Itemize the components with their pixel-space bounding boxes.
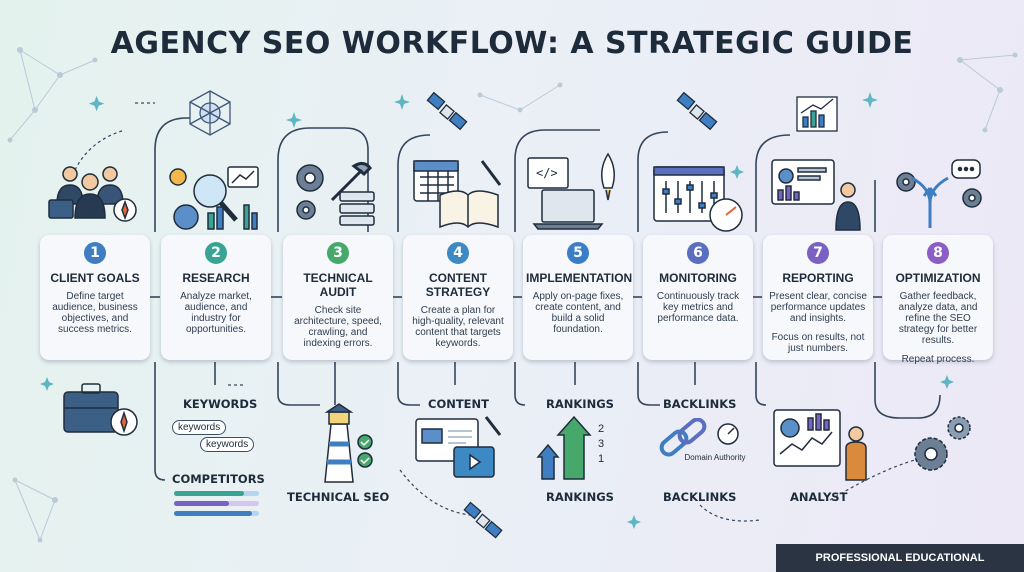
footer-banner: PROFESSIONAL EDUCATIONAL INFOGRAPHIC [776, 544, 1024, 572]
step-note: Focus on results, not just numbers. [771, 332, 865, 354]
domain-authority-label: Domain Authority [684, 453, 746, 462]
step-number-badge: 1 [84, 242, 106, 264]
lighthouse-icon [324, 403, 373, 483]
briefcase-compass-icon [63, 383, 138, 436]
rankings-label-bottom: RANKINGS [546, 490, 614, 504]
keywords-label: KEYWORDS [183, 397, 258, 411]
competitor-bar-fill [174, 501, 229, 506]
calendar-book-icon [413, 160, 502, 229]
step-title: MONITORING [659, 271, 737, 285]
keyword-chip: keywords [200, 437, 255, 452]
analyst-dashboard-icon [773, 409, 867, 481]
step-description: Apply on-page fixes, create content, and… [532, 291, 624, 335]
rankings-label-top: RANKINGS [546, 397, 614, 411]
technical-seo-label: TECHNICAL SEO [287, 490, 390, 504]
satellite-icon-3 [463, 501, 503, 539]
step-number-badge: 7 [807, 242, 829, 264]
growth-chart-icon [796, 96, 838, 132]
svg-text:</>: </> [536, 166, 558, 180]
step-description: Present clear, concise performance updat… [769, 291, 867, 354]
gears-icon [914, 416, 971, 471]
competitors-label: COMPETITORS [172, 472, 265, 486]
step-description: Define target audience, business objecti… [52, 291, 138, 335]
chain-link-icon [659, 418, 739, 457]
step-description: Gather feedback, analyze data, and refin… [898, 291, 978, 365]
magnifier-chart-icon [169, 166, 259, 230]
step-number-badge: 3 [327, 242, 349, 264]
step-description: Continuously track key metrics and perfo… [656, 291, 740, 324]
dashboard-gauge-icon [653, 166, 743, 232]
step-number-badge: 5 [567, 242, 589, 264]
gears-wrench-server-icon [296, 161, 375, 226]
step-title: CLIENT GOALS [50, 271, 140, 285]
step-title: IMPLEMENTATION [526, 271, 633, 285]
analyst-label: ANALYST [790, 490, 848, 504]
step-description: Check site architecture, speed, crawling… [294, 305, 382, 349]
step-title: TECHNICAL AUDIT [303, 271, 373, 299]
step-title: REPORTING [782, 271, 854, 285]
step-description: Create a plan for high-quality, relevant… [412, 305, 504, 349]
step-number-badge: 2 [205, 242, 227, 264]
step-note: Repeat process. [901, 354, 975, 365]
satellite-icon [426, 91, 468, 131]
backlinks-label-bottom: BACKLINKS [663, 490, 737, 504]
content-label: CONTENT [428, 397, 490, 411]
satellite-icon-2 [676, 91, 718, 131]
step-title: RESEARCH [182, 271, 250, 285]
competitor-bar-fill [174, 511, 252, 516]
step-title: OPTIMIZATION [895, 271, 981, 285]
step-description: Analyze market, audience, and industry f… [180, 291, 252, 335]
rankings-arrows-icon [536, 415, 592, 480]
step-title: CONTENT STRATEGY [425, 271, 491, 299]
presenter-chart-icon [771, 159, 861, 231]
step-number-badge: 6 [687, 242, 709, 264]
gears-arrows-icon [896, 159, 982, 228]
laptop-rocket-icon: </> [527, 152, 615, 230]
content-media-icon [415, 416, 502, 478]
step-number-badge: 8 [927, 242, 949, 264]
keyword-chip: keywords [172, 420, 227, 435]
step-number-badge: 4 [447, 242, 469, 264]
competitor-bar-fill [174, 491, 244, 496]
team-icon [48, 166, 137, 222]
backlinks-label-top: BACKLINKS [663, 397, 737, 411]
network-globe-icon [189, 90, 231, 136]
page-title: AGENCY SEO WORKFLOW: A STRATEGIC GUIDE [110, 26, 914, 61]
